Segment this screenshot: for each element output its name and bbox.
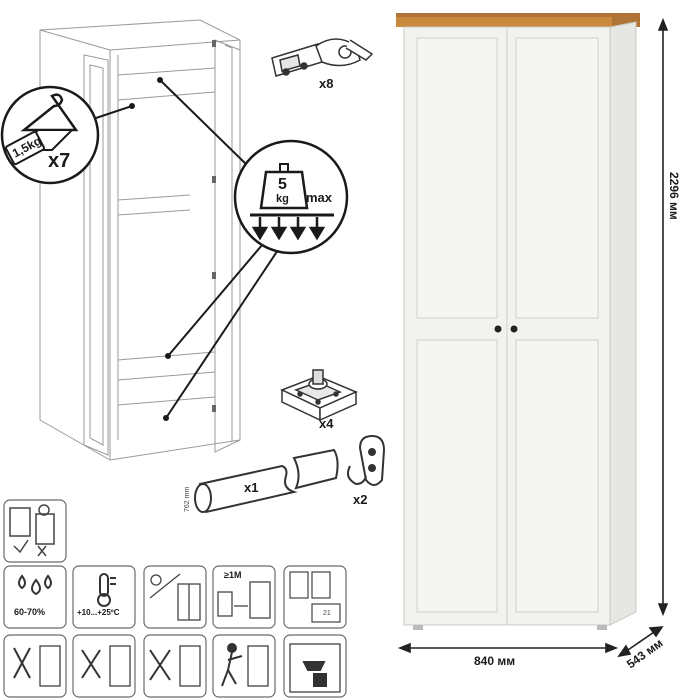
- foot-count: x4: [319, 416, 334, 431]
- door-hinges: [212, 40, 216, 412]
- shelf-load-value: 5: [278, 176, 287, 193]
- hanger-callout: [0, 85, 100, 185]
- temperature-label: +10...+25ºC: [77, 608, 120, 617]
- door-adjust-icon: [9, 504, 55, 557]
- humidity-label: 60-70%: [14, 607, 46, 617]
- width-dimension: 840 мм: [474, 654, 516, 668]
- no-spray-icon: [81, 645, 131, 687]
- thermometer-icon: [97, 573, 116, 607]
- hinge-count: x8: [319, 76, 334, 91]
- assembly-count-icon: [289, 571, 341, 623]
- wardrobe-render: [396, 13, 640, 630]
- pointer-lines: [95, 79, 287, 419]
- wardrobe-lineart: [39, 19, 241, 461]
- rail-bracket-icon: [347, 434, 386, 486]
- distance-label: ≥1M: [224, 570, 242, 580]
- shelf-weight-callout: [233, 139, 349, 255]
- rail-count: x1: [244, 480, 259, 495]
- radiator-distance-icon: [217, 581, 271, 619]
- no-push-icon: [221, 643, 269, 687]
- hanging-rail-icon: [194, 448, 339, 514]
- rail-length: 762 mm: [184, 486, 191, 512]
- shelf-max-label: max: [306, 190, 333, 205]
- pointer-dots: [129, 77, 171, 421]
- sunlight-icon: [149, 573, 201, 621]
- shelf-load-unit: kg: [276, 193, 289, 205]
- leveling-foot-icon: [280, 369, 358, 422]
- count-label: 21: [323, 610, 331, 617]
- humidity-icon: [18, 574, 52, 596]
- hinge-icon: [271, 38, 374, 77]
- bracket-count: x2: [353, 492, 368, 507]
- height-dimension: 2296 мм: [667, 172, 681, 220]
- no-wet-cleaning-icon: [13, 645, 61, 687]
- hanger-count-label: x7: [48, 150, 71, 172]
- no-overload-icon: [289, 643, 341, 693]
- no-solvent-icon: [149, 645, 201, 687]
- dimension-lines: [397, 17, 669, 658]
